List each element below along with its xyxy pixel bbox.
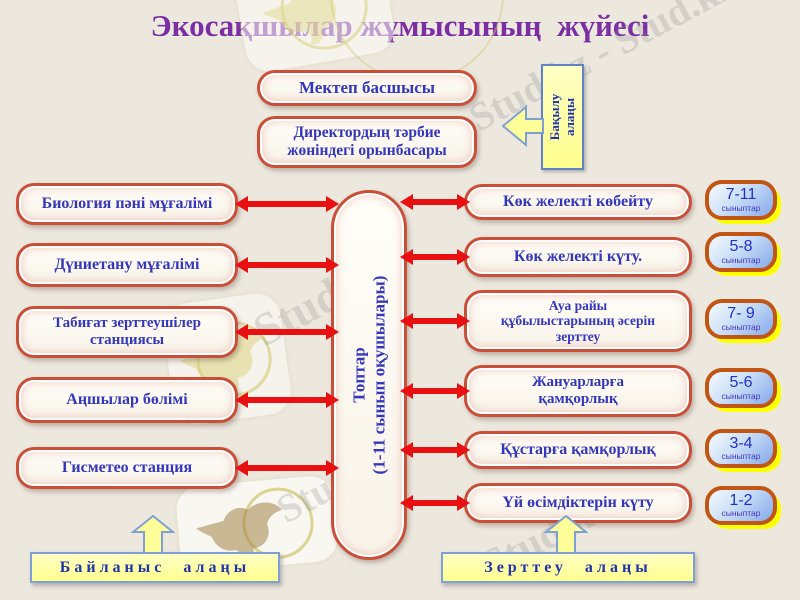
box-greenery-care: Көк желекті күту. xyxy=(464,237,692,277)
control-area-line2: алаңы xyxy=(561,97,577,137)
connector-arrow xyxy=(400,495,470,511)
box-hunters-department: Аңшылар бөлімі xyxy=(16,377,238,423)
box-label: Биология пәні мұғалімі xyxy=(41,194,213,212)
connector-arrow xyxy=(400,194,470,210)
banner-research-area: Зерттеу алаңы xyxy=(441,552,695,583)
box-label: Жануарларға қамқорлық xyxy=(532,373,624,407)
connector-arrow xyxy=(400,249,470,265)
slide-title: Экосақшылар жұмысының жүйесі xyxy=(150,8,650,43)
box-hydrometeo-station: Гисметео станция xyxy=(16,447,238,489)
control-area-text: Бақылу алаңы xyxy=(546,93,578,141)
grade-range: 7- 9 xyxy=(727,305,755,323)
box-label: Көк желекті күту. xyxy=(513,247,643,265)
banner-label: Зерттеу алаңы xyxy=(484,558,652,576)
box-label: Дүниетану мұғалімі xyxy=(54,255,200,273)
groups-line1: Топтар xyxy=(349,347,369,403)
box-label: Құстарға қамқорлық xyxy=(500,440,656,458)
connector-arrow xyxy=(235,196,339,212)
banner-label: Байланыс алаңы xyxy=(59,558,251,576)
grade-range: 5-8 xyxy=(729,238,753,256)
grade-label: сыныптар xyxy=(721,254,761,265)
box-weather-research: Ауа райы құбылыстарының әсерін зерттеу xyxy=(464,290,692,352)
box-label: Табиғат зерттеушілер станциясы xyxy=(53,314,201,348)
control-area-arrow-icon xyxy=(502,104,544,148)
box-bird-care: Құстарға қамқорлық xyxy=(464,431,692,469)
control-area-label: Бақылу алаңы xyxy=(541,64,584,170)
grade-range: 3-4 xyxy=(729,434,753,452)
connector-arrow xyxy=(235,324,339,340)
box-label: Гисметео станция xyxy=(61,458,193,476)
box-label: Көк желекті көбейту xyxy=(503,192,653,210)
research-arrow-icon xyxy=(544,515,588,554)
box-animal-care: Жануарларға қамқорлық xyxy=(464,365,692,417)
connector-arrow xyxy=(400,442,470,458)
grade-button-7-9: 7- 9 сыныптар xyxy=(705,299,777,339)
grade-label: сыныптар xyxy=(721,390,761,401)
groups-line2: (1-11 сынып оқушылары) xyxy=(369,275,388,475)
connector-arrow xyxy=(400,383,470,399)
box-label: Мектеп басшысы xyxy=(298,78,436,98)
control-area-line1: Бақылу xyxy=(546,93,562,141)
grade-label: сыныптар xyxy=(721,202,761,213)
connector-arrow xyxy=(235,392,339,408)
grade-label: сыныптар xyxy=(721,321,761,332)
grade-button-5-6: 5-6 сыныптар xyxy=(705,368,777,408)
communication-arrow-icon xyxy=(131,515,175,554)
box-label: Аңшылар бөлімі xyxy=(66,390,188,408)
box-groups-pill: Топтар (1-11 сынып оқушылары) xyxy=(331,190,407,560)
grade-label: сыныптар xyxy=(721,451,761,462)
grade-label: сыныптар xyxy=(721,508,761,519)
box-label: Директордың тәрбие жөніндегі орынбасары xyxy=(287,124,447,159)
grade-range: 7-11 xyxy=(725,186,757,204)
grade-range: 5-6 xyxy=(729,374,753,392)
connector-arrow xyxy=(400,313,470,329)
box-biology-teacher: Биология пәні мұғалімі xyxy=(16,183,238,225)
groups-pill-text: Топтар (1-11 сынып оқушылары) xyxy=(349,276,388,475)
grade-button-1-2: 1-2 сыныптар xyxy=(705,486,777,525)
connector-arrow xyxy=(235,257,339,273)
connector-arrow xyxy=(235,460,339,476)
box-school-head: Мектеп басшысы xyxy=(257,70,477,106)
banner-communication-area: Байланыс алаңы xyxy=(30,552,280,583)
box-label: Ауа райы құбылыстарының әсерін зерттеу xyxy=(500,297,656,344)
box-label: Үй өсімдіктерін күту xyxy=(502,493,654,511)
box-deputy-director: Директордың тәрбие жөніндегі орынбасары xyxy=(257,116,477,168)
grade-range: 1-2 xyxy=(729,491,753,509)
grade-button-3-4: 3-4 сыныптар xyxy=(705,429,777,468)
box-worldview-teacher: Дүниетану мұғалімі xyxy=(16,243,238,287)
grade-button-7-11: 7-11 сыныптар xyxy=(705,180,777,220)
grade-button-5-8: 5-8 сыныптар xyxy=(705,232,777,272)
box-nature-researchers-station: Табиғат зерттеушілер станциясы xyxy=(16,306,238,358)
box-increase-greenery: Көк желекті көбейту xyxy=(464,184,692,220)
